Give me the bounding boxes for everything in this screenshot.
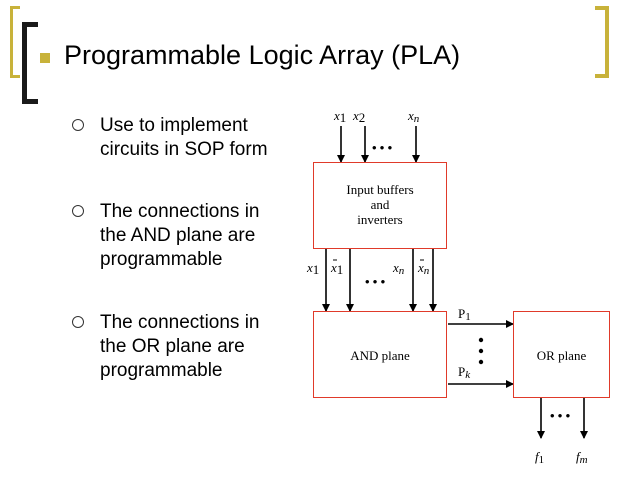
top-input-arrows: [337, 126, 420, 163]
label-f1: f1: [535, 449, 544, 466]
label-x2-top: x2: [352, 108, 365, 125]
frame-bracket-right: [595, 6, 609, 78]
ellipsis-mid: • • •: [365, 274, 386, 289]
label-p1: P1: [458, 306, 471, 323]
title-square-bullet-icon: [40, 53, 50, 63]
label-x1bar-mid: x1: [330, 260, 343, 277]
slide-title: Programmable Logic Array (PLA): [64, 40, 461, 70]
label-pk: Pk: [458, 364, 471, 381]
output-arrows: [537, 398, 588, 439]
label-xn-top: xn: [407, 108, 420, 125]
frame-bracket-left: [22, 22, 38, 104]
ring-bullet-icon: [72, 119, 84, 131]
product-arrows: [448, 320, 514, 388]
ring-bullet-icon: [72, 316, 84, 328]
bullet-text-1: Use to implement circuits in SOP form: [100, 115, 268, 160]
mid-signal-arrows: [322, 249, 437, 312]
ellipsis-out: • • •: [550, 408, 571, 423]
input-buffers-box: Input buffers and inverters: [313, 162, 447, 249]
label-x1-top: x1: [333, 108, 346, 125]
bullet-text-3: The connections in the OR plane are prog…: [100, 312, 260, 381]
bullet-text-2: The connections in the AND plane are pro…: [100, 201, 260, 270]
and-plane-box: AND plane: [313, 311, 447, 398]
label-xn-mid: xn: [392, 260, 405, 277]
ellipsis-top: • • •: [372, 140, 393, 155]
label-xnbar-mid: xn: [417, 260, 430, 277]
label-fm: fm: [576, 449, 588, 466]
vertical-ellipsis-icon: [478, 337, 484, 365]
or-plane-box: OR plane: [513, 311, 610, 398]
ring-bullet-icon: [72, 205, 84, 217]
label-x1-mid: x1: [306, 260, 319, 277]
frame-bracket-left-gold: [10, 6, 20, 78]
